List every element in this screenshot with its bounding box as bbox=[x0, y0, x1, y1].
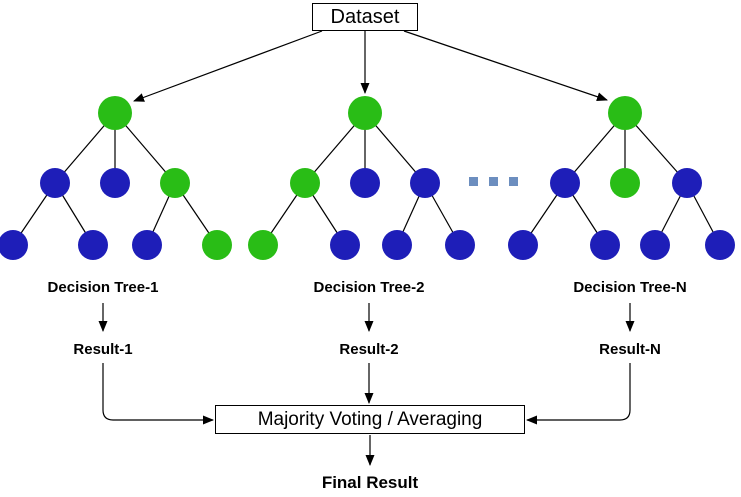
tree-1-node-4 bbox=[0, 230, 28, 260]
aggregator-box: Majority Voting / Averaging bbox=[215, 405, 525, 434]
aggregator-label: Majority Voting / Averaging bbox=[257, 408, 483, 430]
tree-1-node-2 bbox=[100, 168, 130, 198]
tree-2-node-0 bbox=[348, 96, 382, 130]
tree-n-node-6 bbox=[640, 230, 670, 260]
ellipsis-dot bbox=[489, 177, 498, 186]
tree-n-node-3 bbox=[672, 168, 702, 198]
tree-1-node-5 bbox=[78, 230, 108, 260]
ellipsis-dot bbox=[469, 177, 478, 186]
tree-nodes-group bbox=[0, 96, 735, 260]
result-2-label: Result-2 bbox=[339, 341, 399, 358]
tree-2-node-2 bbox=[350, 168, 380, 198]
tree-2-node-3 bbox=[410, 168, 440, 198]
tree-2-node-4 bbox=[248, 230, 278, 260]
result-1-to-aggregator-arrow bbox=[102, 363, 214, 425]
tree-n-node-0 bbox=[608, 96, 642, 130]
ellipsis-dot bbox=[509, 177, 518, 186]
dataset-to-tree-n-arrow bbox=[403, 30, 608, 102]
tree-n-node-1 bbox=[550, 168, 580, 198]
tree-n-node-7 bbox=[705, 230, 735, 260]
tree-n-node-5 bbox=[590, 230, 620, 260]
dataset-box: Dataset bbox=[312, 3, 418, 31]
tree-n-node-4 bbox=[508, 230, 538, 260]
tree-1-node-6 bbox=[132, 230, 162, 260]
tree-2-node-6 bbox=[382, 230, 412, 260]
result-n-to-aggregator-arrow bbox=[526, 363, 631, 425]
connector-arrows-group bbox=[98, 30, 635, 466]
dataset-to-tree-1-arrow bbox=[133, 30, 323, 102]
tree-1-node-3 bbox=[160, 168, 190, 198]
tree-2-label: Decision Tree-2 bbox=[313, 279, 425, 296]
ellipsis-dots bbox=[469, 177, 518, 186]
tree-2-node-1 bbox=[290, 168, 320, 198]
final-result-label: Final Result bbox=[321, 473, 419, 492]
result-1-label: Result-1 bbox=[73, 341, 133, 358]
tree-n-node-2 bbox=[610, 168, 640, 198]
tree-n-label: Decision Tree-N bbox=[573, 279, 687, 296]
tree-2-node-5 bbox=[330, 230, 360, 260]
result-n-label: Result-N bbox=[599, 341, 661, 358]
dataset-label: Dataset bbox=[330, 5, 400, 28]
tree-1-node-7 bbox=[202, 230, 232, 260]
tree-1-node-1 bbox=[40, 168, 70, 198]
tree-1-label: Decision Tree-1 bbox=[47, 279, 159, 296]
tree-1-node-0 bbox=[98, 96, 132, 130]
tree-2-node-7 bbox=[445, 230, 475, 260]
